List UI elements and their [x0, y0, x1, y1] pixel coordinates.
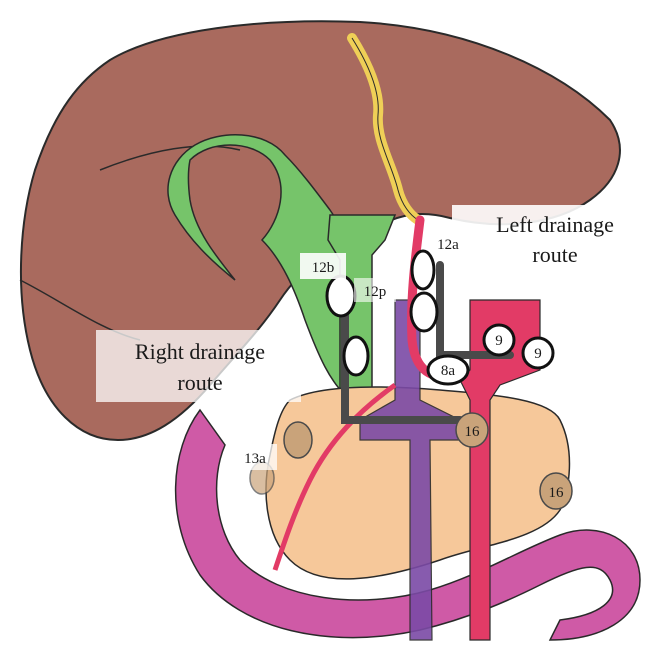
- node-13a-label: 13a: [244, 451, 266, 467]
- node-9-lower-label: 9: [534, 346, 542, 362]
- right-route-line2: route: [177, 370, 222, 395]
- node-16-upper-label: 16: [465, 424, 481, 440]
- lymph-node-ellipse: [344, 337, 368, 375]
- node-12b-label: 12b: [312, 260, 335, 276]
- node-16-lower-label: 16: [549, 485, 565, 501]
- lymph-node-ellipse: [327, 276, 355, 316]
- node-8a-label: 8a: [441, 363, 456, 379]
- node-13a-ellipse: [284, 422, 312, 458]
- lymph-node-ellipse: [412, 251, 434, 289]
- node-12p-label: 12p: [364, 284, 387, 300]
- left-route-line2: route: [532, 242, 577, 267]
- lymph-node-ellipse: [411, 293, 437, 331]
- node-12a-label: 12a: [437, 237, 459, 253]
- left-route-line1: Left drainage: [496, 212, 614, 237]
- right-route-line1: Right drainage: [135, 339, 265, 364]
- node-9-upper-label: 9: [495, 333, 503, 349]
